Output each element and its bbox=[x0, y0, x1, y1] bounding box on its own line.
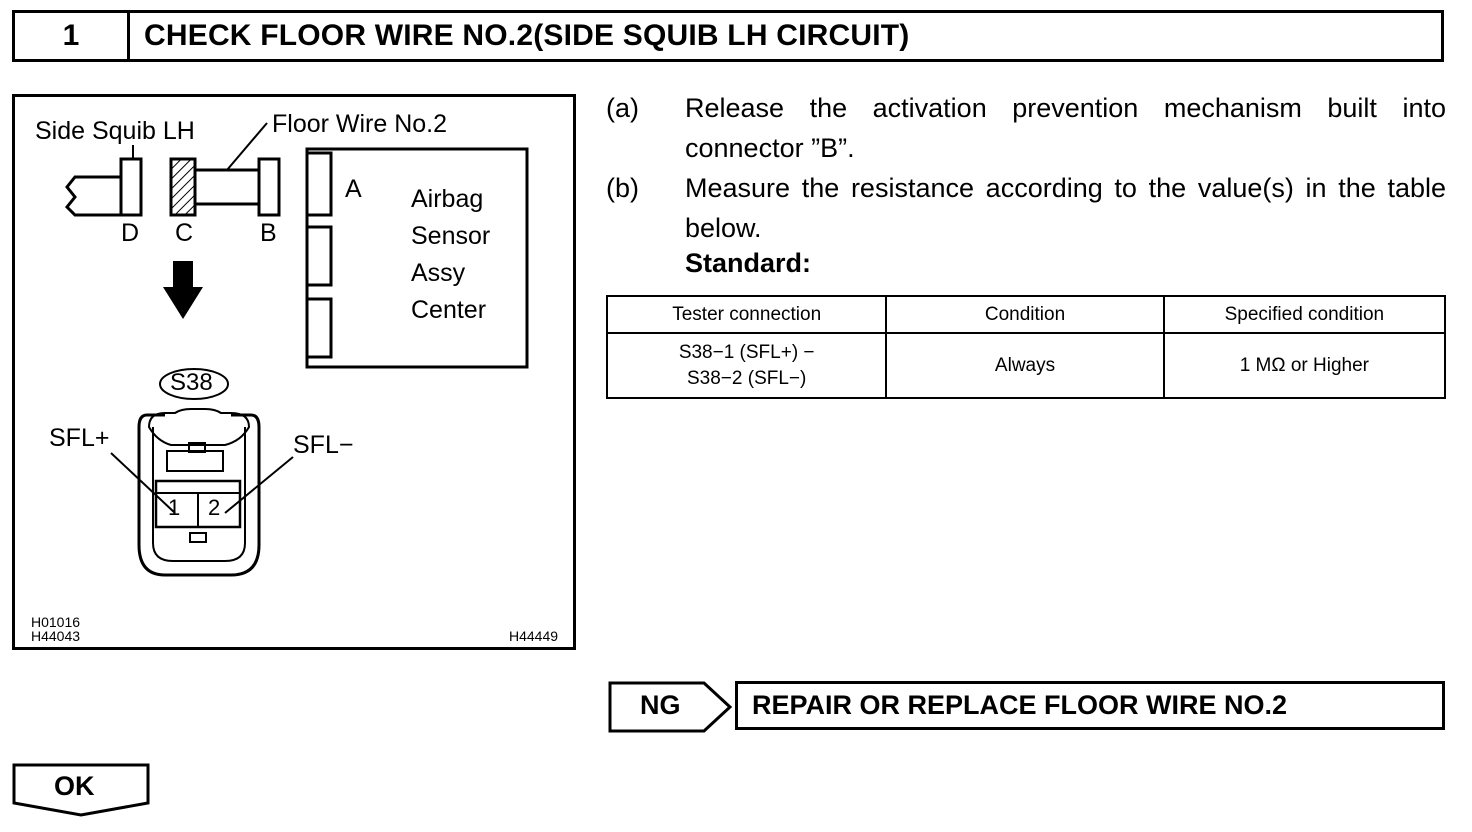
step-number: 1 bbox=[15, 13, 130, 59]
ng-action-box: REPAIR OR REPLACE FLOOR WIRE NO.2 bbox=[735, 681, 1445, 730]
connector-b bbox=[257, 157, 281, 217]
tester-connection-line2: S38−2 (SFL−) bbox=[687, 367, 807, 389]
airbag-label-line4: Center bbox=[411, 296, 487, 324]
procedure-step-a: (a) Release the activation prevention me… bbox=[606, 88, 1446, 168]
airbag-connector-3 bbox=[305, 297, 333, 359]
floor-wire-label: Floor Wire No.2 bbox=[272, 110, 448, 138]
standard-label: Standard: bbox=[685, 248, 812, 278]
figure-ref-code-1: H01016 bbox=[31, 614, 81, 630]
airbag-connector-a bbox=[305, 151, 333, 217]
specified-condition-cell: 1 MΩ or Higher bbox=[1162, 332, 1447, 399]
wiring-figure: Side Squib LH Floor Wire No.2 D C B A Ai… bbox=[12, 94, 576, 650]
table-row: S38−1 (SFL+) − S38−2 (SFL−) Always 1 MΩ … bbox=[605, 332, 1447, 399]
table-header-cell: Condition bbox=[885, 295, 1165, 334]
connector-b-label: B bbox=[260, 219, 277, 247]
side-squib-plug bbox=[64, 175, 121, 217]
connector-key bbox=[166, 450, 224, 472]
ng-arrow-shape bbox=[608, 681, 733, 733]
step-text-a: Release the activation prevention mechan… bbox=[685, 93, 1446, 163]
pin-2-label: 2 bbox=[208, 495, 221, 520]
procedure-step-b: (b) Measure the resistance according to … bbox=[606, 168, 1446, 248]
step-text-b: Measure the resistance according to the … bbox=[685, 173, 1446, 243]
ng-result-button[interactable]: NG bbox=[608, 681, 734, 738]
wiring-diagram bbox=[64, 122, 529, 577]
connector-inner-shell bbox=[152, 427, 246, 562]
figure-ref-code-3: H44449 bbox=[509, 628, 559, 644]
side-squib-label: Side Squib LH bbox=[35, 117, 195, 145]
step-header: 1 CHECK FLOOR WIRE NO.2(SIDE SQUIB LH CI… bbox=[12, 10, 1444, 62]
ok-label: OK bbox=[54, 771, 95, 801]
airbag-label-line2: Sensor bbox=[411, 222, 491, 250]
connector-code-label: S38 bbox=[170, 369, 213, 396]
connector-c bbox=[169, 157, 197, 217]
table-header-row: Tester connection Condition Specified co… bbox=[605, 295, 1447, 334]
airbag-label-line3: Assy bbox=[411, 259, 466, 287]
ok-arrow-shape bbox=[12, 763, 150, 817]
condition-cell: Always bbox=[885, 332, 1165, 399]
figure-ref-code-2: H44043 bbox=[31, 628, 81, 644]
pin-1-label: 1 bbox=[168, 495, 181, 520]
step-letter-a: (a) bbox=[606, 93, 639, 123]
ng-label: NG bbox=[640, 690, 681, 720]
down-arrow-icon bbox=[163, 261, 203, 319]
connector-d bbox=[119, 157, 143, 217]
connector-lock-tab bbox=[147, 408, 251, 446]
squib-connector-chain bbox=[64, 122, 281, 217]
sfl-minus-leader bbox=[224, 456, 294, 514]
s38-connector-face bbox=[110, 408, 294, 577]
table-header-cell: Tester connection bbox=[605, 295, 888, 334]
tester-connection-line1: S38−1 (SFL+) − bbox=[678, 341, 815, 363]
sfl-plus-leader bbox=[110, 452, 176, 514]
connector-a-label: A bbox=[345, 175, 362, 203]
floor-wire-harness bbox=[193, 168, 261, 206]
sfl-minus-label: SFL− bbox=[293, 431, 354, 459]
connector-code-ellipse bbox=[159, 368, 229, 400]
connector-c-label: C bbox=[175, 219, 194, 247]
ok-result-button[interactable]: OK bbox=[12, 763, 152, 822]
sfl-plus-label: SFL+ bbox=[49, 424, 110, 452]
step-letter-b: (b) bbox=[606, 173, 639, 203]
table-header-cell: Specified condition bbox=[1162, 295, 1447, 334]
airbag-connector-2 bbox=[305, 225, 333, 287]
connector-outer-shell bbox=[137, 413, 261, 577]
floor-wire-leader bbox=[226, 122, 268, 171]
airbag-sensor-body bbox=[305, 147, 529, 369]
tester-connection-cell: S38−1 (SFL+) − S38−2 (SFL−) bbox=[605, 332, 888, 399]
airbag-sensor-assy bbox=[305, 147, 529, 369]
spec-table: Tester connection Condition Specified co… bbox=[605, 295, 1447, 399]
connector-d-label: D bbox=[121, 219, 140, 247]
connector-bottom-slot bbox=[189, 532, 207, 543]
airbag-label-line1: Airbag bbox=[411, 185, 484, 213]
step-title: CHECK FLOOR WIRE NO.2(SIDE SQUIB LH CIRC… bbox=[144, 19, 910, 52]
